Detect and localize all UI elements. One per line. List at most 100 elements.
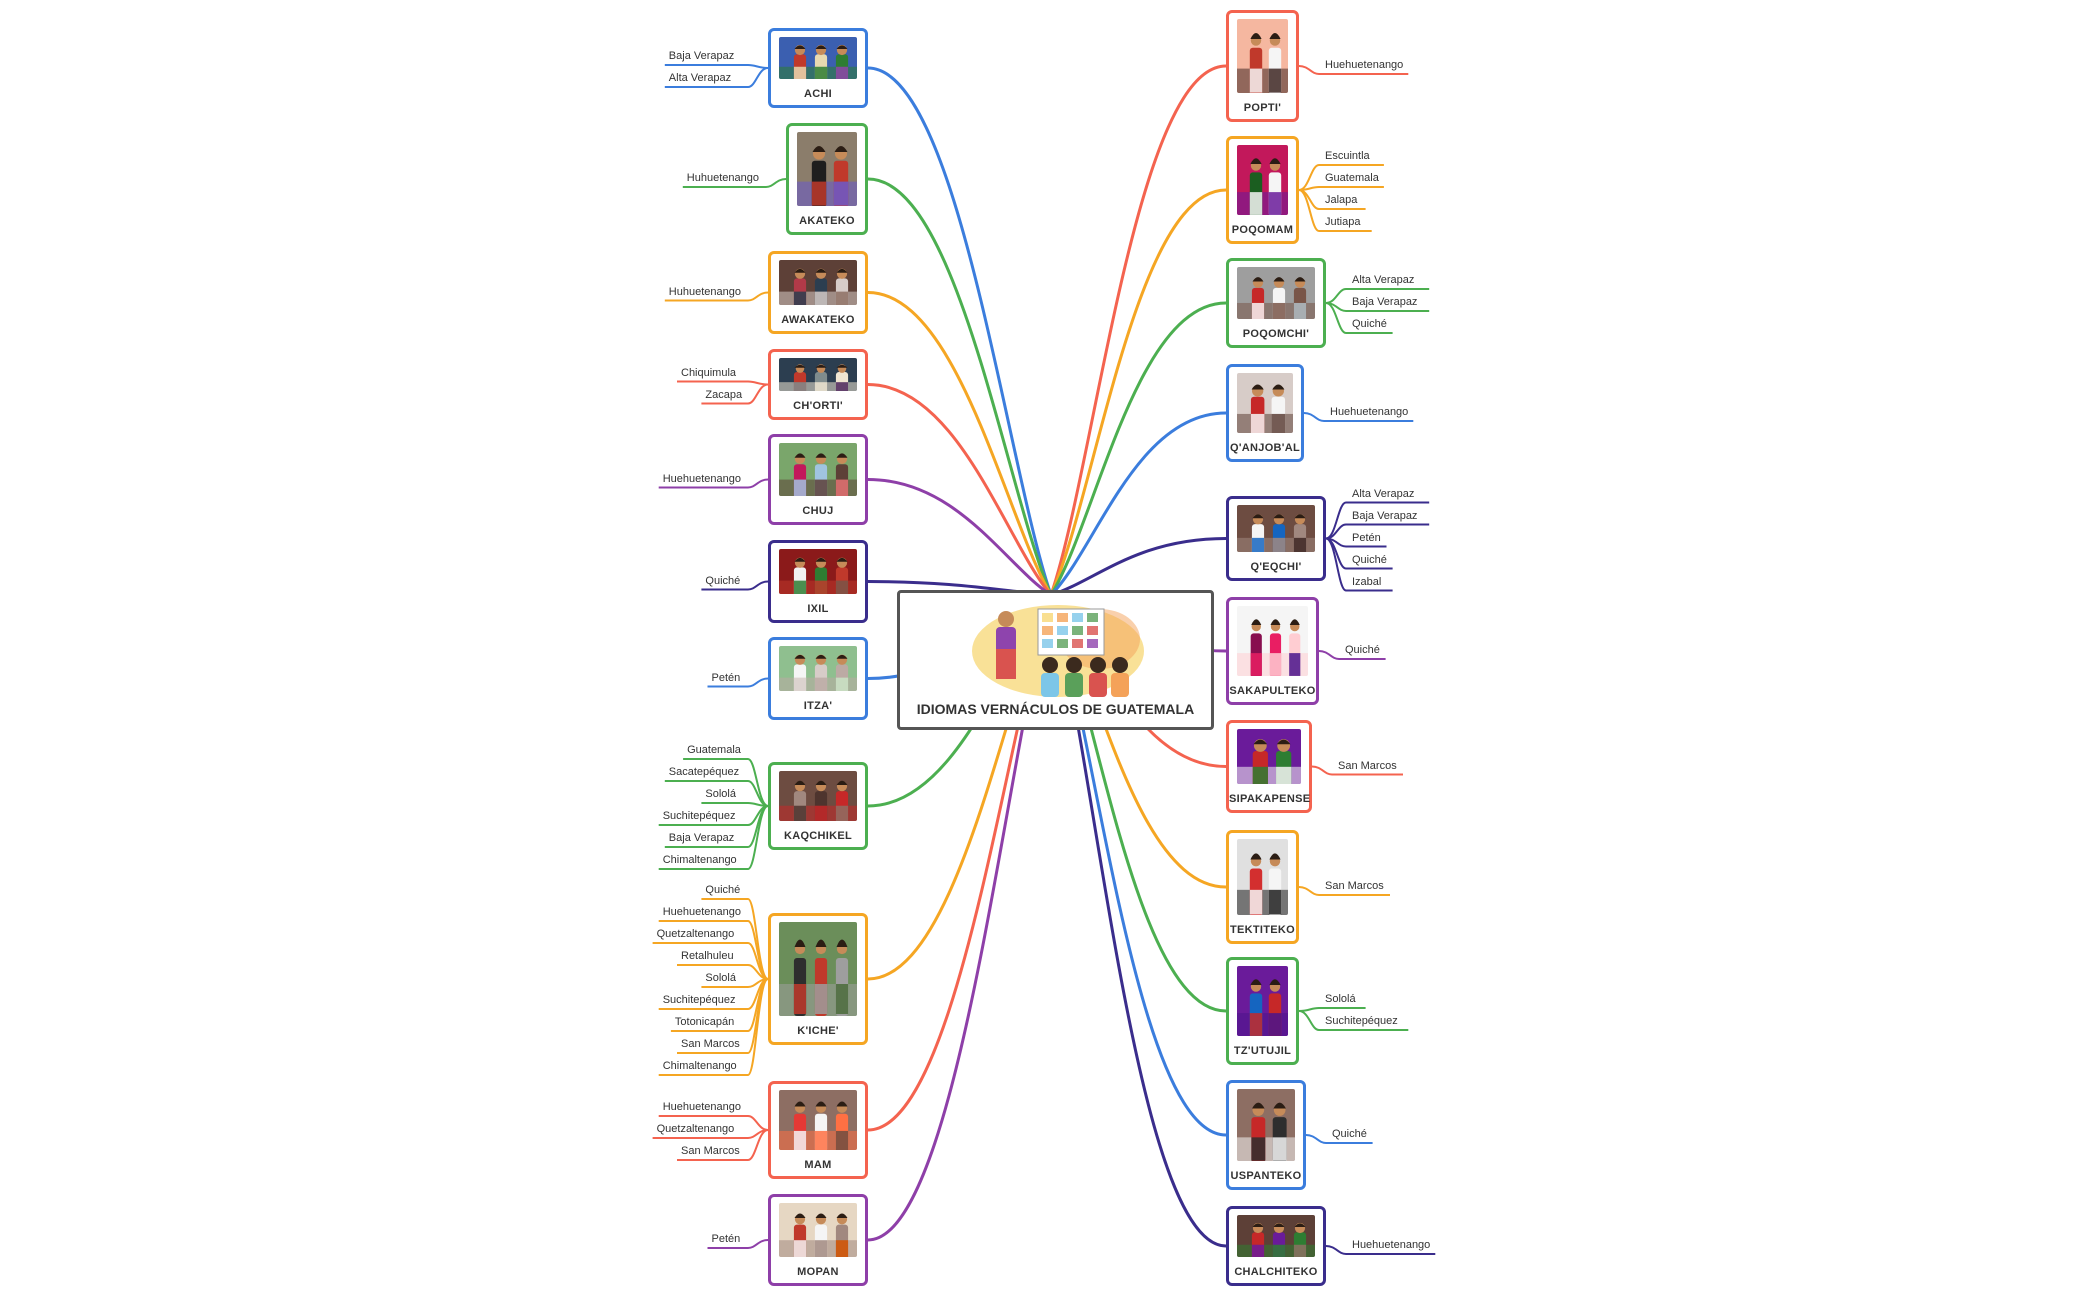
subtopic-mam-1[interactable]: Quetzaltenango bbox=[656, 1123, 735, 1135]
subtopic-kiche-0[interactable]: Quiché bbox=[705, 884, 741, 896]
topic-qanjobal[interactable]: Q'ANJOB'AL bbox=[1226, 364, 1304, 462]
topic-label: TZ'UTUJIL bbox=[1233, 1045, 1292, 1057]
central-topic-title: IDIOMAS VERNÁCULOS DE GUATEMALA bbox=[916, 701, 1195, 717]
subtopic-kaqchikel-1[interactable]: Sacatepéquez bbox=[668, 766, 740, 778]
subtopic-kaqchikel-2[interactable]: Sololá bbox=[705, 788, 736, 800]
subtopic-connector bbox=[701, 802, 769, 807]
topic-itza[interactable]: ITZA' bbox=[768, 637, 868, 720]
subtopic-mopan-0[interactable]: Petén bbox=[711, 1233, 741, 1245]
subtopic-kaqchikel-4[interactable]: Baja Verapaz bbox=[668, 832, 735, 844]
topic-label: CHUJ bbox=[802, 505, 834, 517]
subtopic-tzutujil-0[interactable]: Sololá bbox=[1325, 993, 1356, 1005]
topic-tektiteko[interactable]: TEKTITEKO bbox=[1226, 830, 1299, 944]
topic-chalchiteko[interactable]: CHALCHITEKO bbox=[1226, 1206, 1326, 1286]
subtopic-connector bbox=[664, 291, 769, 302]
topic-photo-icon bbox=[779, 646, 857, 691]
topic-kaqchikel[interactable]: KAQCHIKEL bbox=[768, 762, 868, 850]
topic-photo-icon bbox=[1237, 1215, 1315, 1257]
subtopic-kiche-4[interactable]: Sololá bbox=[705, 972, 736, 984]
subtopic-poqomchi-2[interactable]: Quiché bbox=[1352, 318, 1387, 330]
subtopic-mam-0[interactable]: Huehuetenango bbox=[662, 1101, 741, 1113]
subtopic-achi-1[interactable]: Alta Verapaz bbox=[668, 72, 732, 84]
topic-label: SIPAKAPENSE bbox=[1229, 793, 1311, 805]
topic-label: Q'EQCHI' bbox=[1250, 561, 1302, 573]
subtopic-uspanteko-0[interactable]: Quiché bbox=[1332, 1128, 1367, 1140]
topic-poqomam[interactable]: POQOMAM bbox=[1226, 136, 1299, 244]
subtopic-qeqchi-1[interactable]: Baja Verapaz bbox=[1352, 509, 1418, 522]
topic-ixil[interactable]: IXIL bbox=[768, 540, 868, 623]
subtopic-awakateko-0[interactable]: Huhuetenango bbox=[668, 285, 741, 298]
subtopic-itza-0[interactable]: Petén bbox=[711, 671, 741, 684]
topic-photo-icon bbox=[1237, 19, 1288, 93]
branch-connector bbox=[1049, 411, 1228, 597]
subtopic-sipakapense-0[interactable]: San Marcos bbox=[1338, 759, 1397, 772]
subtopic-connector bbox=[1305, 1134, 1373, 1144]
topic-kiche[interactable]: K'ICHE' bbox=[768, 913, 868, 1045]
topic-poqomchi[interactable]: POQOMCHI' bbox=[1226, 258, 1326, 348]
topic-achi[interactable]: ACHI bbox=[768, 28, 868, 108]
topic-popti[interactable]: POPTI' bbox=[1226, 10, 1299, 122]
subtopic-connector bbox=[658, 978, 769, 1076]
subtopic-ixil-0[interactable]: Quiché bbox=[705, 574, 741, 587]
topic-awakateko[interactable]: AWAKATEKO bbox=[768, 251, 868, 334]
topic-sakapulteko[interactable]: SAKAPULTEKO bbox=[1226, 597, 1319, 705]
topic-uspanteko[interactable]: USPANTEKO bbox=[1226, 1080, 1306, 1190]
subtopic-achi-0[interactable]: Baja Verapaz bbox=[668, 50, 735, 62]
topic-mopan[interactable]: MOPAN bbox=[768, 1194, 868, 1286]
topic-tzutujil[interactable]: TZ'UTUJIL bbox=[1226, 957, 1299, 1065]
subtopic-chalchiteko-0[interactable]: Huehuetenango bbox=[1352, 1239, 1431, 1251]
topic-label: K'ICHE' bbox=[797, 1025, 839, 1037]
subtopic-kiche-7[interactable]: San Marcos bbox=[681, 1038, 740, 1050]
subtopic-kiche-1[interactable]: Huehuetenango bbox=[662, 906, 741, 918]
subtopic-kaqchikel-0[interactable]: Guatemala bbox=[687, 744, 741, 756]
subtopic-connector bbox=[1325, 1245, 1436, 1255]
topic-photo-icon bbox=[779, 37, 857, 79]
subtopic-connector bbox=[1325, 302, 1393, 334]
subtopic-kaqchikel-3[interactable]: Suchitepéquez bbox=[662, 810, 736, 822]
subtopic-kiche-8[interactable]: Chimaltenango bbox=[662, 1060, 737, 1072]
subtopic-sakapulteko-0[interactable]: Quiché bbox=[1345, 644, 1380, 656]
subtopic-poqomchi-0[interactable]: Alta Verapaz bbox=[1352, 274, 1415, 286]
subtopic-kaqchikel-5[interactable]: Chimaltenango bbox=[662, 854, 737, 866]
topic-akateko[interactable]: AKATEKO bbox=[786, 123, 868, 235]
topic-photo-icon bbox=[779, 771, 857, 821]
topic-mam[interactable]: MAM bbox=[768, 1081, 868, 1179]
subtopic-qeqchi-3[interactable]: Quiché bbox=[1352, 553, 1387, 566]
subtopic-qeqchi-2[interactable]: Petén bbox=[1352, 531, 1381, 544]
subtopic-poqomam-3[interactable]: Jutiapa bbox=[1325, 216, 1361, 228]
subtopic-tzutujil-1[interactable]: Suchitepéquez bbox=[1325, 1015, 1398, 1027]
subtopic-chorti-1[interactable]: Zacapa bbox=[705, 388, 743, 401]
subtopic-connector bbox=[682, 178, 787, 188]
subtopic-kiche-6[interactable]: Totonicapán bbox=[674, 1016, 735, 1028]
subtopic-tektiteko-0[interactable]: San Marcos bbox=[1325, 880, 1384, 892]
subtopic-qeqchi-4[interactable]: Izabal bbox=[1352, 575, 1382, 588]
subtopic-poqomchi-1[interactable]: Baja Verapaz bbox=[1352, 296, 1418, 308]
branch-connector bbox=[1049, 188, 1228, 597]
central-topic[interactable]: IDIOMAS VERNÁCULOS DE GUATEMALA bbox=[897, 590, 1214, 730]
subtopic-poqomam-1[interactable]: Guatemala bbox=[1325, 172, 1379, 184]
subtopic-kiche-3[interactable]: Retalhuleu bbox=[681, 950, 734, 962]
subtopic-akateko-0[interactable]: Huhuetenango bbox=[686, 172, 759, 184]
subtopic-poqomam-2[interactable]: Jalapa bbox=[1325, 194, 1358, 206]
subtopic-kiche-2[interactable]: Quetzaltenango bbox=[656, 928, 735, 940]
subtopic-chuj-0[interactable]: Huehuetenango bbox=[662, 472, 741, 485]
subtopic-poqomam-0[interactable]: Escuintla bbox=[1325, 150, 1370, 162]
branch-connector bbox=[866, 66, 1053, 597]
subtopic-mam-2[interactable]: San Marcos bbox=[681, 1145, 740, 1157]
subtopic-popti-0[interactable]: Huehuetenango bbox=[1325, 59, 1404, 71]
subtopic-qanjobal-0[interactable]: Huehuetenango bbox=[1330, 406, 1409, 418]
topic-photo-icon bbox=[779, 1090, 857, 1150]
topic-qeqchi[interactable]: Q'EQCHI' bbox=[1226, 496, 1326, 581]
subtopic-connector bbox=[1311, 765, 1403, 776]
topic-sipakapense[interactable]: SIPAKAPENSE bbox=[1226, 720, 1312, 813]
topic-chorti[interactable]: CH'ORTI' bbox=[768, 349, 868, 420]
topic-photo-icon bbox=[1237, 966, 1288, 1036]
topic-label: MAM bbox=[804, 1159, 832, 1171]
subtopic-chorti-0[interactable]: Chiquimula bbox=[681, 366, 737, 379]
topic-chuj[interactable]: CHUJ bbox=[768, 434, 868, 525]
topic-photo-icon bbox=[779, 358, 857, 391]
subtopic-qeqchi-0[interactable]: Alta Verapaz bbox=[1352, 487, 1415, 500]
subtopic-connector bbox=[1303, 412, 1414, 422]
branch-connector bbox=[1049, 537, 1228, 597]
subtopic-kiche-5[interactable]: Suchitepéquez bbox=[662, 994, 736, 1006]
